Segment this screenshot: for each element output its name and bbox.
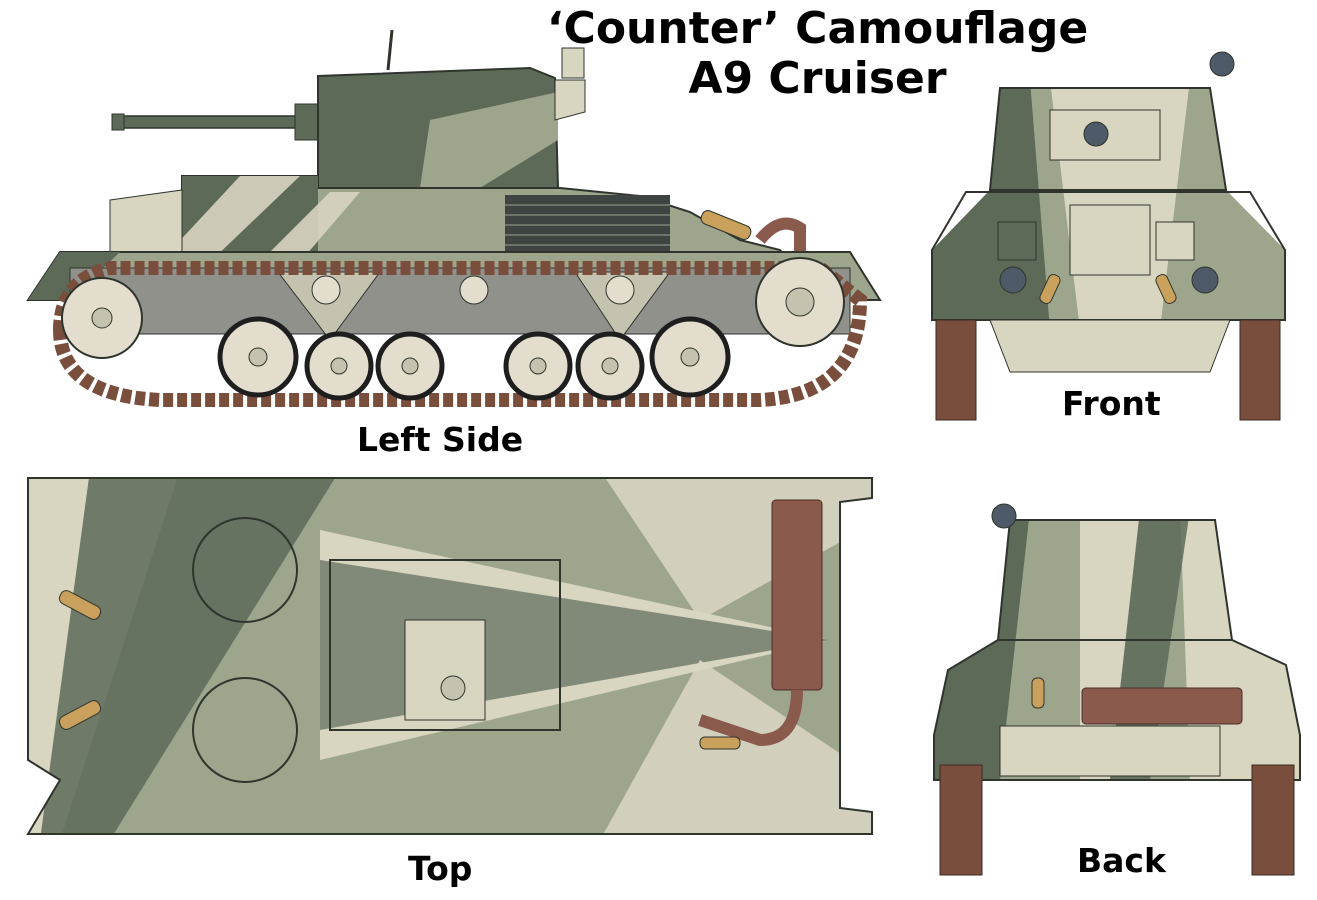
front-view bbox=[931, 51, 1286, 421]
road-wheel-3 bbox=[375, 331, 445, 401]
back-exhaust-muffler bbox=[1081, 687, 1243, 725]
periscope-mirror bbox=[1209, 51, 1235, 77]
lower-hull bbox=[69, 267, 851, 335]
top-hatch-rear bbox=[192, 677, 298, 783]
front-turret-outline bbox=[988, 87, 1228, 191]
turret-camo-light bbox=[420, 92, 558, 188]
front-track-left bbox=[935, 319, 977, 421]
top-exhaust-pipe bbox=[698, 689, 803, 747]
fire-extinguisher-side bbox=[700, 210, 752, 240]
left-side-view bbox=[26, 29, 882, 407]
label-left-side: Left Side bbox=[357, 420, 524, 459]
return-roller-3 bbox=[605, 275, 635, 305]
exhaust-pipe-side bbox=[755, 217, 806, 262]
front-shell-right bbox=[1155, 274, 1177, 304]
top-extinguisher-left bbox=[58, 590, 102, 620]
diagram-title: ‘Counter’ Camouflage A9 Cruiser bbox=[545, 4, 1090, 104]
back-periscope-mirror bbox=[991, 503, 1017, 529]
road-wheel-4 bbox=[503, 331, 573, 401]
front-shell-left bbox=[1039, 274, 1061, 304]
top-cupola bbox=[440, 675, 466, 701]
top-hull-outline bbox=[26, 477, 873, 835]
top-turret-ring bbox=[329, 559, 561, 731]
label-top: Top bbox=[408, 849, 473, 888]
label-front: Front bbox=[1062, 384, 1161, 423]
road-wheel-2 bbox=[304, 331, 374, 401]
front-lower-glacis bbox=[989, 319, 1231, 373]
top-hatch-front bbox=[192, 517, 298, 623]
return-roller-2 bbox=[459, 275, 489, 305]
front-mg-left bbox=[997, 221, 1037, 261]
back-view bbox=[933, 503, 1301, 876]
front-track-right bbox=[1239, 319, 1281, 421]
front-gun-bore bbox=[1083, 121, 1109, 147]
top-extinguisher-right bbox=[58, 700, 102, 730]
turret-rear-bin bbox=[554, 79, 586, 121]
track bbox=[52, 261, 868, 407]
hull-camo-sand bbox=[160, 176, 300, 262]
road-wheel-5 bbox=[575, 331, 645, 401]
back-shell bbox=[1031, 677, 1045, 709]
headlamp-left bbox=[999, 266, 1027, 294]
back-track-left bbox=[939, 764, 983, 876]
idler-wheel bbox=[61, 277, 143, 359]
back-rear-plate bbox=[999, 725, 1221, 777]
top-turret-roof-plate bbox=[404, 619, 486, 721]
back-hull-outline bbox=[933, 639, 1301, 781]
front-mg-right bbox=[1155, 221, 1195, 261]
road-wheel-6 bbox=[649, 316, 731, 398]
title-line-1: ‘Counter’ Camouflage bbox=[546, 3, 1089, 54]
back-track-right bbox=[1251, 764, 1295, 876]
cupola bbox=[561, 47, 585, 79]
bogie-bracket-rear bbox=[574, 271, 671, 341]
top-view bbox=[26, 477, 873, 835]
driver-plate bbox=[1069, 204, 1151, 276]
gun-muzzle bbox=[111, 113, 125, 131]
top-extinguisher-rear bbox=[699, 736, 741, 750]
bogie-bracket-front bbox=[276, 271, 381, 341]
front-mantlet bbox=[1049, 109, 1161, 161]
hull-camo-sand-2 bbox=[260, 192, 360, 262]
drive-sprocket bbox=[755, 257, 845, 347]
title-line-2: A9 Cruiser bbox=[688, 53, 947, 104]
label-back: Back bbox=[1077, 841, 1166, 880]
front-hull-outline bbox=[931, 191, 1286, 321]
top-exhaust-muffler bbox=[771, 499, 823, 691]
return-roller-1 bbox=[311, 275, 341, 305]
main-gun-barrel bbox=[114, 115, 306, 129]
road-wheel-1 bbox=[217, 316, 299, 398]
antenna bbox=[386, 29, 394, 71]
headlamp-right bbox=[1191, 266, 1219, 294]
